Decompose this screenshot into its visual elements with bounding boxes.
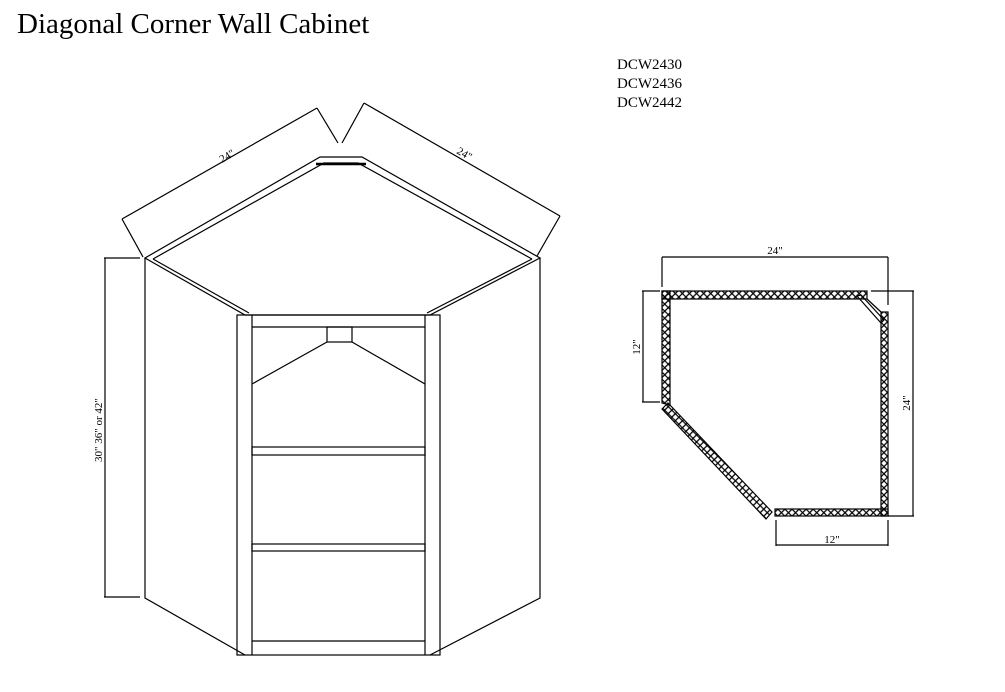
corner-door bbox=[855, 294, 885, 324]
dimension-right: 24" bbox=[871, 290, 914, 517]
plan-view: 24" 12" 24" 12" bbox=[631, 245, 914, 546]
dimension-width-left: 24" bbox=[121, 107, 339, 258]
plan-left-depth-label: 12" bbox=[631, 339, 643, 355]
face-frame bbox=[236, 314, 441, 656]
bottom-wall bbox=[774, 508, 889, 517]
plan-top-width-label: 24" bbox=[767, 245, 783, 257]
dimension-height: 30" 36" or 42" bbox=[93, 257, 140, 598]
plan-right-depth-label: 24" bbox=[901, 395, 913, 411]
diagonal-wall bbox=[661, 402, 773, 520]
elevation-view: 24" 24" 30" 36" or 42" bbox=[93, 102, 561, 656]
page-title: Diagonal Corner Wall Cabinet bbox=[17, 8, 370, 40]
right-wall bbox=[880, 311, 889, 517]
cabinet-top bbox=[143, 156, 542, 316]
dimension-bottom: 12" bbox=[775, 520, 889, 546]
model-numbers-list: DCW2430 DCW2436 DCW2442 bbox=[617, 56, 682, 113]
dimension-top: 24" bbox=[661, 245, 889, 305]
plan-bottom-width-label: 12" bbox=[824, 534, 840, 546]
model-number: DCW2430 bbox=[617, 57, 682, 73]
shelves bbox=[251, 446, 426, 552]
model-number: DCW2442 bbox=[617, 95, 682, 111]
walls bbox=[661, 290, 889, 520]
height-label: 30" 36" or 42" bbox=[93, 398, 105, 462]
left-wall bbox=[661, 290, 671, 406]
dimension-left: 12" bbox=[631, 290, 660, 403]
back-corner bbox=[251, 326, 426, 385]
top-wall bbox=[661, 290, 868, 300]
model-number: DCW2436 bbox=[617, 76, 682, 92]
width-label: 24" bbox=[455, 145, 474, 163]
cabinet-sides bbox=[144, 258, 541, 656]
dimension-width-right: 24" bbox=[341, 102, 561, 257]
